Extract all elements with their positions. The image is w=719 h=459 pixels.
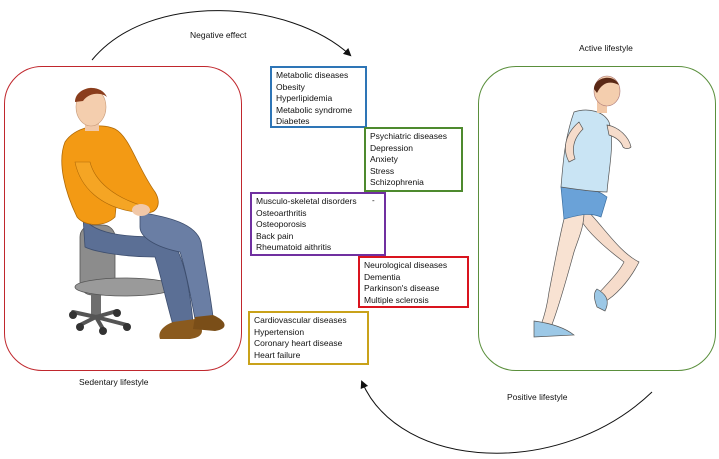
psychiatric-item: Schizophrenia	[370, 177, 424, 188]
metabolic-item: Obesity	[276, 81, 305, 92]
negative-effect-arrow	[91, 10, 352, 61]
musculo-item: Osteoarthritis	[256, 207, 307, 218]
sitting-person-illustration	[61, 87, 225, 339]
negative-effect-label: Negative effect	[190, 30, 247, 40]
active-lifestyle-label: Active lifestyle	[579, 43, 633, 53]
metabolic-item: Diabetes	[276, 116, 310, 127]
musculo-item: Rheumatoid aithritis	[256, 242, 332, 253]
neurological-item: Parkinson's disease	[364, 283, 440, 294]
musculo-item: Back pain	[256, 230, 294, 241]
metabolic-diseases-box: Metabolic diseases Obesity Hyperlipidemi…	[270, 66, 367, 128]
neurological-title: Neurological diseases	[364, 260, 448, 270]
musculo-item: Osteoporosis	[256, 219, 307, 230]
positive-lifestyle-label: Positive lifestyle	[507, 392, 568, 402]
cardiovascular-diseases-box: Cardiovascular diseases Hypertension Cor…	[248, 311, 369, 365]
stray-mark: -	[372, 196, 375, 205]
musculo-title: Musculo-skeletal disorders	[256, 196, 357, 206]
neurological-item: Multiple sclerosis	[364, 294, 429, 305]
neurological-diseases-box: Neurological diseases Dementia Parkinson…	[358, 256, 469, 308]
metabolic-item: Hyperlipidemia	[276, 93, 333, 104]
cardiovascular-item: Coronary heart disease	[254, 338, 343, 349]
positive-lifestyle-arrow	[360, 380, 653, 454]
musculo-skeletal-box: Musculo-skeletal disorders Osteoarthriti…	[250, 192, 386, 256]
sedentary-panel	[4, 66, 242, 371]
metabolic-title: Metabolic diseases	[276, 70, 349, 80]
psychiatric-item: Depression	[370, 142, 413, 153]
psychiatric-item: Anxiety	[370, 154, 398, 165]
cardiovascular-title: Cardiovascular diseases	[254, 315, 347, 325]
cardiovascular-item: Hypertension	[254, 326, 305, 337]
neurological-item: Dementia	[364, 271, 401, 282]
psychiatric-item: Stress	[370, 165, 395, 176]
psychiatric-diseases-box: Psychiatric diseases Depression Anxiety …	[364, 127, 463, 192]
cardiovascular-item: Heart failure	[254, 349, 301, 360]
running-person-illustration	[533, 75, 640, 338]
active-panel	[478, 66, 716, 371]
metabolic-item: Metabolic syndrome	[276, 104, 353, 115]
psychiatric-title: Psychiatric diseases	[370, 131, 448, 141]
sedentary-lifestyle-label: Sedentary lifestyle	[79, 377, 149, 387]
